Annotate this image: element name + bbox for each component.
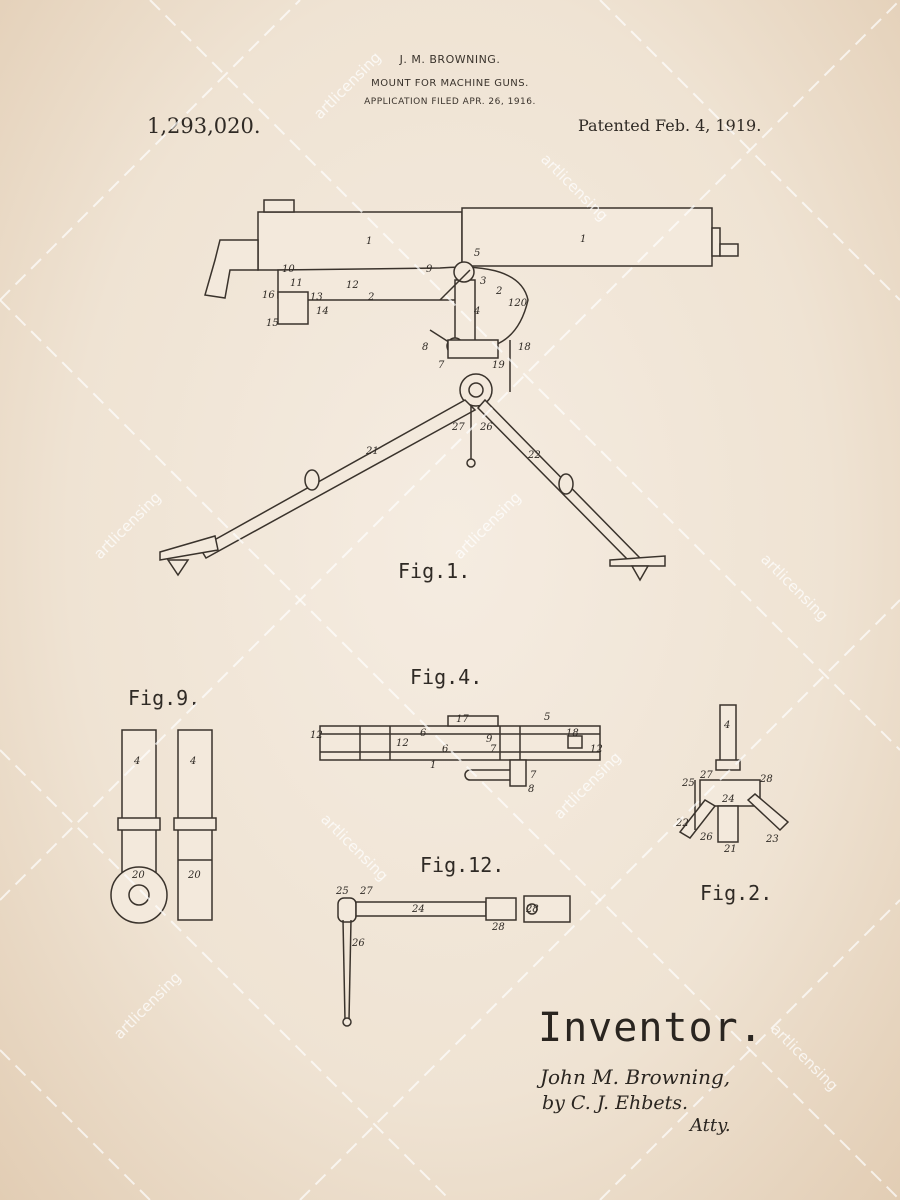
figure-1-label: Fig.1.: [398, 559, 470, 583]
figure-4-part-numbers: 17 12 6 12 6 9 7 1 5 18 12 8 7: [310, 712, 603, 795]
svg-text:4: 4: [473, 306, 480, 317]
svg-text:artlicensing: artlicensing: [317, 810, 392, 885]
header-inventor: J. M. BROWNING.: [399, 53, 501, 66]
svg-text:28: 28: [759, 774, 773, 785]
svg-text:9: 9: [426, 264, 433, 275]
attorney-abbrev: Atty.: [690, 1115, 731, 1136]
svg-text:27: 27: [699, 770, 713, 781]
svg-text:4: 4: [723, 720, 730, 731]
svg-text:12: 12: [310, 730, 323, 741]
figure-1-part-numbers: 1 1 5 9 3 10 11 12 2 2 16 13 14 15 4 120…: [262, 234, 586, 461]
svg-text:22: 22: [675, 818, 689, 829]
header-filed: APPLICATION FILED APR. 26, 1916.: [364, 97, 536, 107]
svg-text:21: 21: [365, 446, 379, 457]
svg-text:6: 6: [420, 728, 427, 739]
figure-4-drawing: [319, 715, 601, 787]
svg-text:artlicensing: artlicensing: [767, 1020, 842, 1095]
svg-text:4: 4: [189, 756, 196, 767]
svg-text:26: 26: [699, 832, 713, 843]
svg-text:7: 7: [530, 770, 537, 781]
figure-9-label: Fig.9.: [128, 686, 200, 710]
svg-text:12: 12: [346, 280, 359, 291]
figure-2-drawing: [678, 704, 790, 843]
svg-text:11: 11: [290, 278, 303, 289]
figure-12-part-numbers: 25 27 24 28 28 26: [335, 886, 539, 949]
svg-text:9: 9: [486, 734, 493, 745]
inventor-signature: John M. Browning,: [540, 1065, 731, 1089]
svg-text:10: 10: [282, 264, 295, 275]
svg-text:8: 8: [528, 784, 534, 795]
attorney-signature: by C. J. Ehbets.: [542, 1092, 689, 1114]
svg-text:20: 20: [187, 870, 201, 881]
svg-text:28: 28: [525, 904, 539, 915]
figure-2-part-numbers: 4 25 27 28 24 22 26 21 23: [675, 720, 779, 855]
svg-text:20: 20: [131, 870, 145, 881]
figure-2-label: Fig.2.: [700, 881, 772, 905]
svg-text:12: 12: [396, 738, 409, 749]
svg-text:3: 3: [480, 276, 486, 287]
svg-text:1: 1: [580, 234, 586, 245]
svg-text:28: 28: [491, 922, 505, 933]
svg-text:23: 23: [765, 834, 779, 845]
svg-text:25: 25: [335, 886, 349, 897]
svg-text:artlicensing: artlicensing: [757, 550, 832, 625]
svg-text:27: 27: [359, 886, 373, 897]
header-title: MOUNT FOR MACHINE GUNS.: [371, 78, 529, 89]
figure-12-label: Fig.12.: [420, 853, 504, 877]
patent-date: Patented Feb. 4, 1919.: [578, 116, 762, 135]
svg-text:22: 22: [527, 450, 541, 461]
svg-text:5: 5: [544, 712, 550, 723]
svg-text:24: 24: [721, 794, 735, 805]
svg-text:8: 8: [422, 342, 428, 353]
svg-text:2: 2: [367, 292, 374, 303]
svg-text:21: 21: [723, 844, 737, 855]
svg-text:120: 120: [508, 298, 528, 309]
svg-text:25: 25: [681, 778, 695, 789]
patent-number: 1,293,020.: [147, 114, 261, 138]
svg-text:26: 26: [351, 938, 365, 949]
svg-text:13: 13: [310, 292, 323, 303]
svg-text:2: 2: [495, 286, 502, 297]
svg-text:27: 27: [451, 422, 465, 433]
svg-text:4: 4: [133, 756, 140, 767]
figure-1-drawing: [159, 199, 739, 582]
svg-text:17: 17: [456, 714, 469, 725]
svg-text:24: 24: [411, 904, 425, 915]
svg-text:14: 14: [316, 306, 329, 317]
svg-text:12: 12: [590, 744, 603, 755]
svg-text:18: 18: [518, 342, 531, 353]
svg-text:7: 7: [490, 744, 497, 755]
svg-text:16: 16: [262, 290, 275, 301]
svg-text:artlicensing: artlicensing: [110, 968, 185, 1043]
inventor-label: Inventor.: [538, 1005, 764, 1051]
svg-text:artlicensing: artlicensing: [310, 48, 385, 123]
svg-text:26: 26: [479, 422, 493, 433]
figure-12-drawing: [337, 895, 571, 1027]
svg-text:artlicensing: artlicensing: [90, 488, 165, 563]
figure-9-part-numbers: 4 4 20 20: [131, 756, 201, 881]
svg-text:artlicensing: artlicensing: [450, 488, 525, 563]
figure-4-label: Fig.4.: [410, 665, 482, 689]
svg-text:6: 6: [442, 744, 449, 755]
svg-text:1: 1: [366, 236, 372, 247]
svg-text:7: 7: [438, 360, 445, 371]
svg-text:15: 15: [266, 318, 279, 329]
figure-9-drawing: [110, 729, 217, 924]
svg-text:1: 1: [430, 760, 436, 771]
svg-text:19: 19: [492, 360, 505, 371]
svg-text:5: 5: [474, 248, 480, 259]
svg-text:18: 18: [566, 728, 579, 739]
